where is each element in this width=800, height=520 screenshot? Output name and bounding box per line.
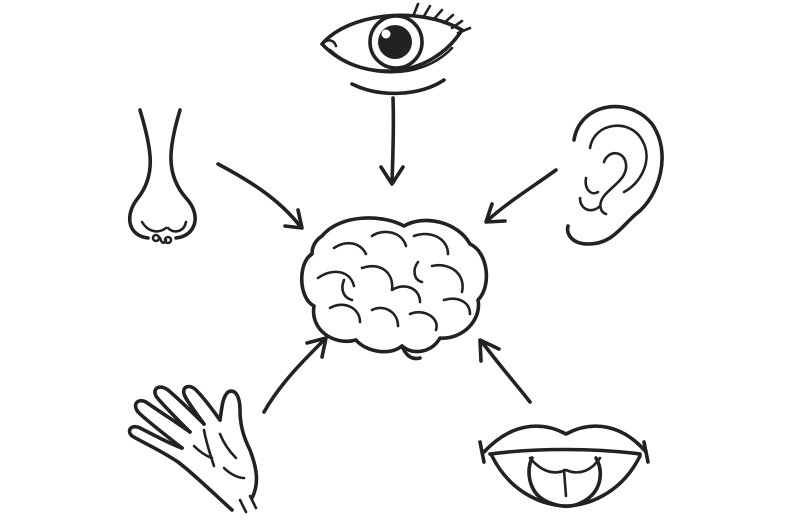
ear-icon: [565, 104, 664, 246]
eye-icon: [320, 2, 472, 96]
hand-icon: [127, 384, 259, 514]
ear-to-brain-arrow: [484, 168, 558, 224]
nose-icon: [127, 108, 197, 245]
brain-icon: [300, 216, 489, 361]
mouth-tongue-icon: [478, 424, 650, 509]
mouth-to-brain-arrow: [478, 338, 532, 404]
eye-to-brain-arrow: [379, 96, 405, 186]
hand-to-brain-arrow: [262, 336, 328, 414]
nose-to-brain-arrow: [216, 162, 304, 230]
